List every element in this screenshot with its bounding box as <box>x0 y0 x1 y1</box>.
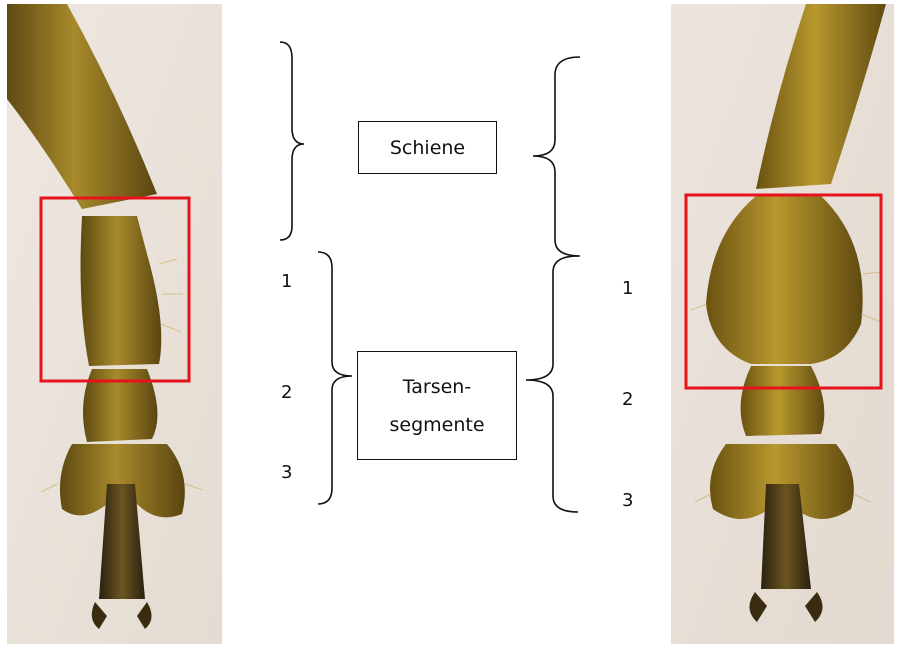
left-segment-number-3: 3 <box>281 462 293 483</box>
right-leg-illustration <box>671 4 894 644</box>
left-tibia-shape <box>7 4 157 209</box>
left-segment-number-2: 2 <box>281 382 293 403</box>
right-segment-number-3: 3 <box>622 490 634 511</box>
tarsen-label-line1: Tarsen- <box>402 375 472 398</box>
left-tarsal-segment-2 <box>83 369 158 442</box>
right-segment-number-2: 2 <box>622 389 634 410</box>
left-leg-photo <box>7 4 222 644</box>
right-tibia-shape <box>756 4 886 189</box>
right-segment-number-1: 1 <box>622 278 634 299</box>
right-tarsal-segment-2 <box>740 366 825 436</box>
right-schiene-brace <box>532 56 581 257</box>
right-tarsal-segment-1 <box>706 196 863 364</box>
left-segment-number-1: 1 <box>281 271 293 292</box>
right-highlight-box <box>684 193 883 390</box>
left-leg-illustration <box>7 4 222 644</box>
left-schiene-brace <box>279 41 305 241</box>
right-claw-segment <box>761 484 811 589</box>
left-claw-segment <box>99 484 145 599</box>
left-tarsal-segment-3 <box>59 444 185 518</box>
left-highlight-box <box>39 196 191 383</box>
right-leg-photo <box>671 4 894 644</box>
schiene-label-box: Schiene <box>358 121 497 174</box>
right-claws <box>749 592 823 622</box>
left-claws <box>91 602 152 629</box>
tarsen-label-line2: segmente <box>389 413 485 436</box>
right-tarsen-brace <box>525 255 579 513</box>
left-tarsal-segment-1 <box>80 216 162 366</box>
left-tarsen-brace <box>317 251 353 505</box>
right-tarsal-segment-3 <box>709 444 854 519</box>
tarsen-label-box: Tarsen- segmente <box>357 351 517 460</box>
schiene-label: Schiene <box>389 136 466 159</box>
